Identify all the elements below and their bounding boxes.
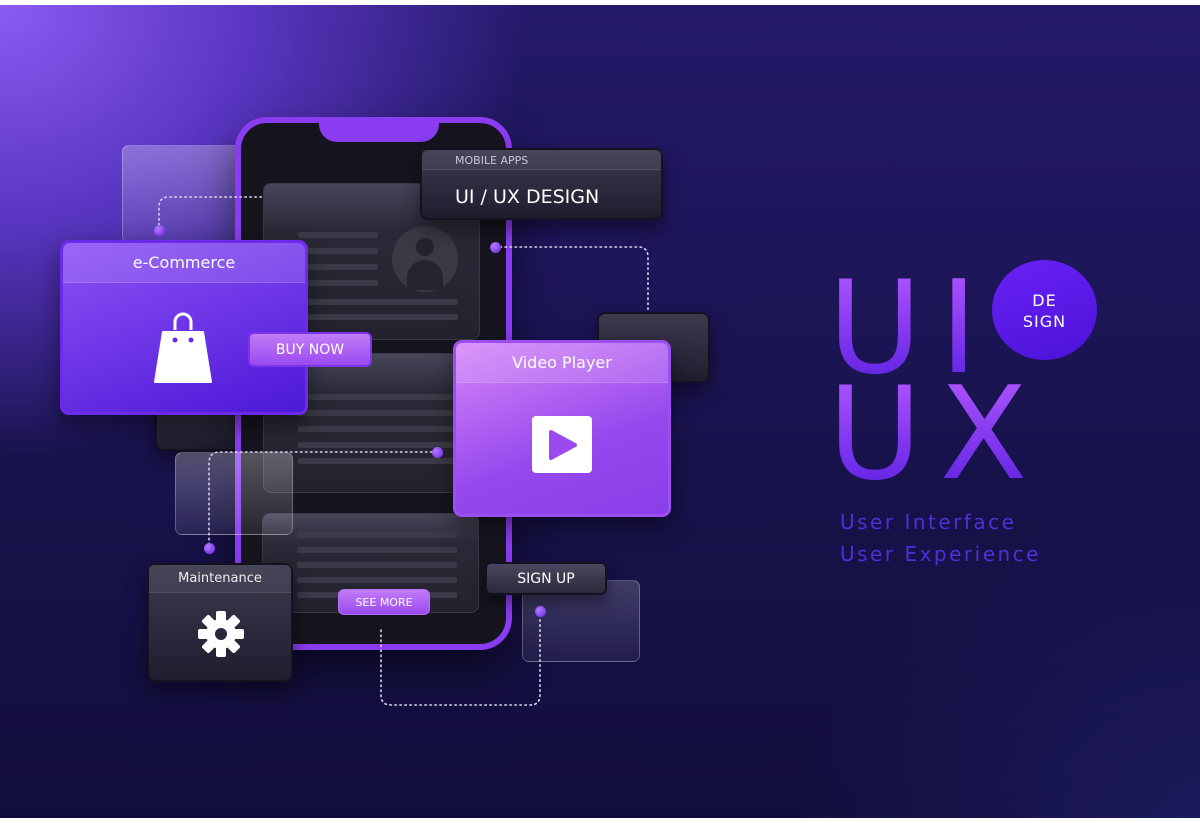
headline-ux: UX (828, 360, 1046, 509)
glass-card (175, 452, 293, 535)
card-title: e-Commerce (63, 243, 305, 283)
badge-line: SIGN (1022, 312, 1067, 331)
buy-now-button[interactable]: BUY NOW (248, 332, 372, 367)
video-player-card: Video Player (453, 340, 671, 517)
ecommerce-card: e-Commerce (60, 240, 308, 415)
play-icon[interactable] (532, 416, 592, 473)
connector-dot (432, 447, 443, 458)
glass-card (122, 145, 242, 243)
phone-notch (319, 117, 439, 142)
connector-dot (204, 543, 215, 554)
sign-up-button[interactable]: SIGN UP (485, 562, 607, 595)
subtitle-user-interface: User Interface (840, 510, 1017, 534)
connector-lines (158, 196, 649, 706)
card-title: UI / UX DESIGN (455, 186, 600, 208)
connector-dot (535, 606, 546, 617)
gear-icon (198, 611, 244, 657)
design-badge: DE SIGN (992, 260, 1097, 360)
see-more-button[interactable]: SEE MORE (338, 589, 430, 615)
mobile-apps-card: MOBILE APPS UI / UX DESIGN (420, 148, 663, 220)
card-caption: MOBILE APPS (455, 154, 529, 167)
avatar-icon (392, 226, 458, 292)
connector-dot (490, 242, 501, 253)
shopping-bag-icon (154, 312, 212, 383)
card-title: Video Player (456, 343, 668, 383)
headline-ui: UI (828, 254, 996, 403)
maintenance-card: Maintenance (147, 563, 293, 682)
illustration: MOBILE APPS UI / UX DESIGN e-Commerce BU… (0, 5, 1200, 818)
badge-line: DE (1032, 291, 1057, 310)
card-title: Maintenance (149, 565, 291, 593)
subtitle-user-experience: User Experience (840, 542, 1041, 566)
connector-dot (154, 225, 165, 236)
